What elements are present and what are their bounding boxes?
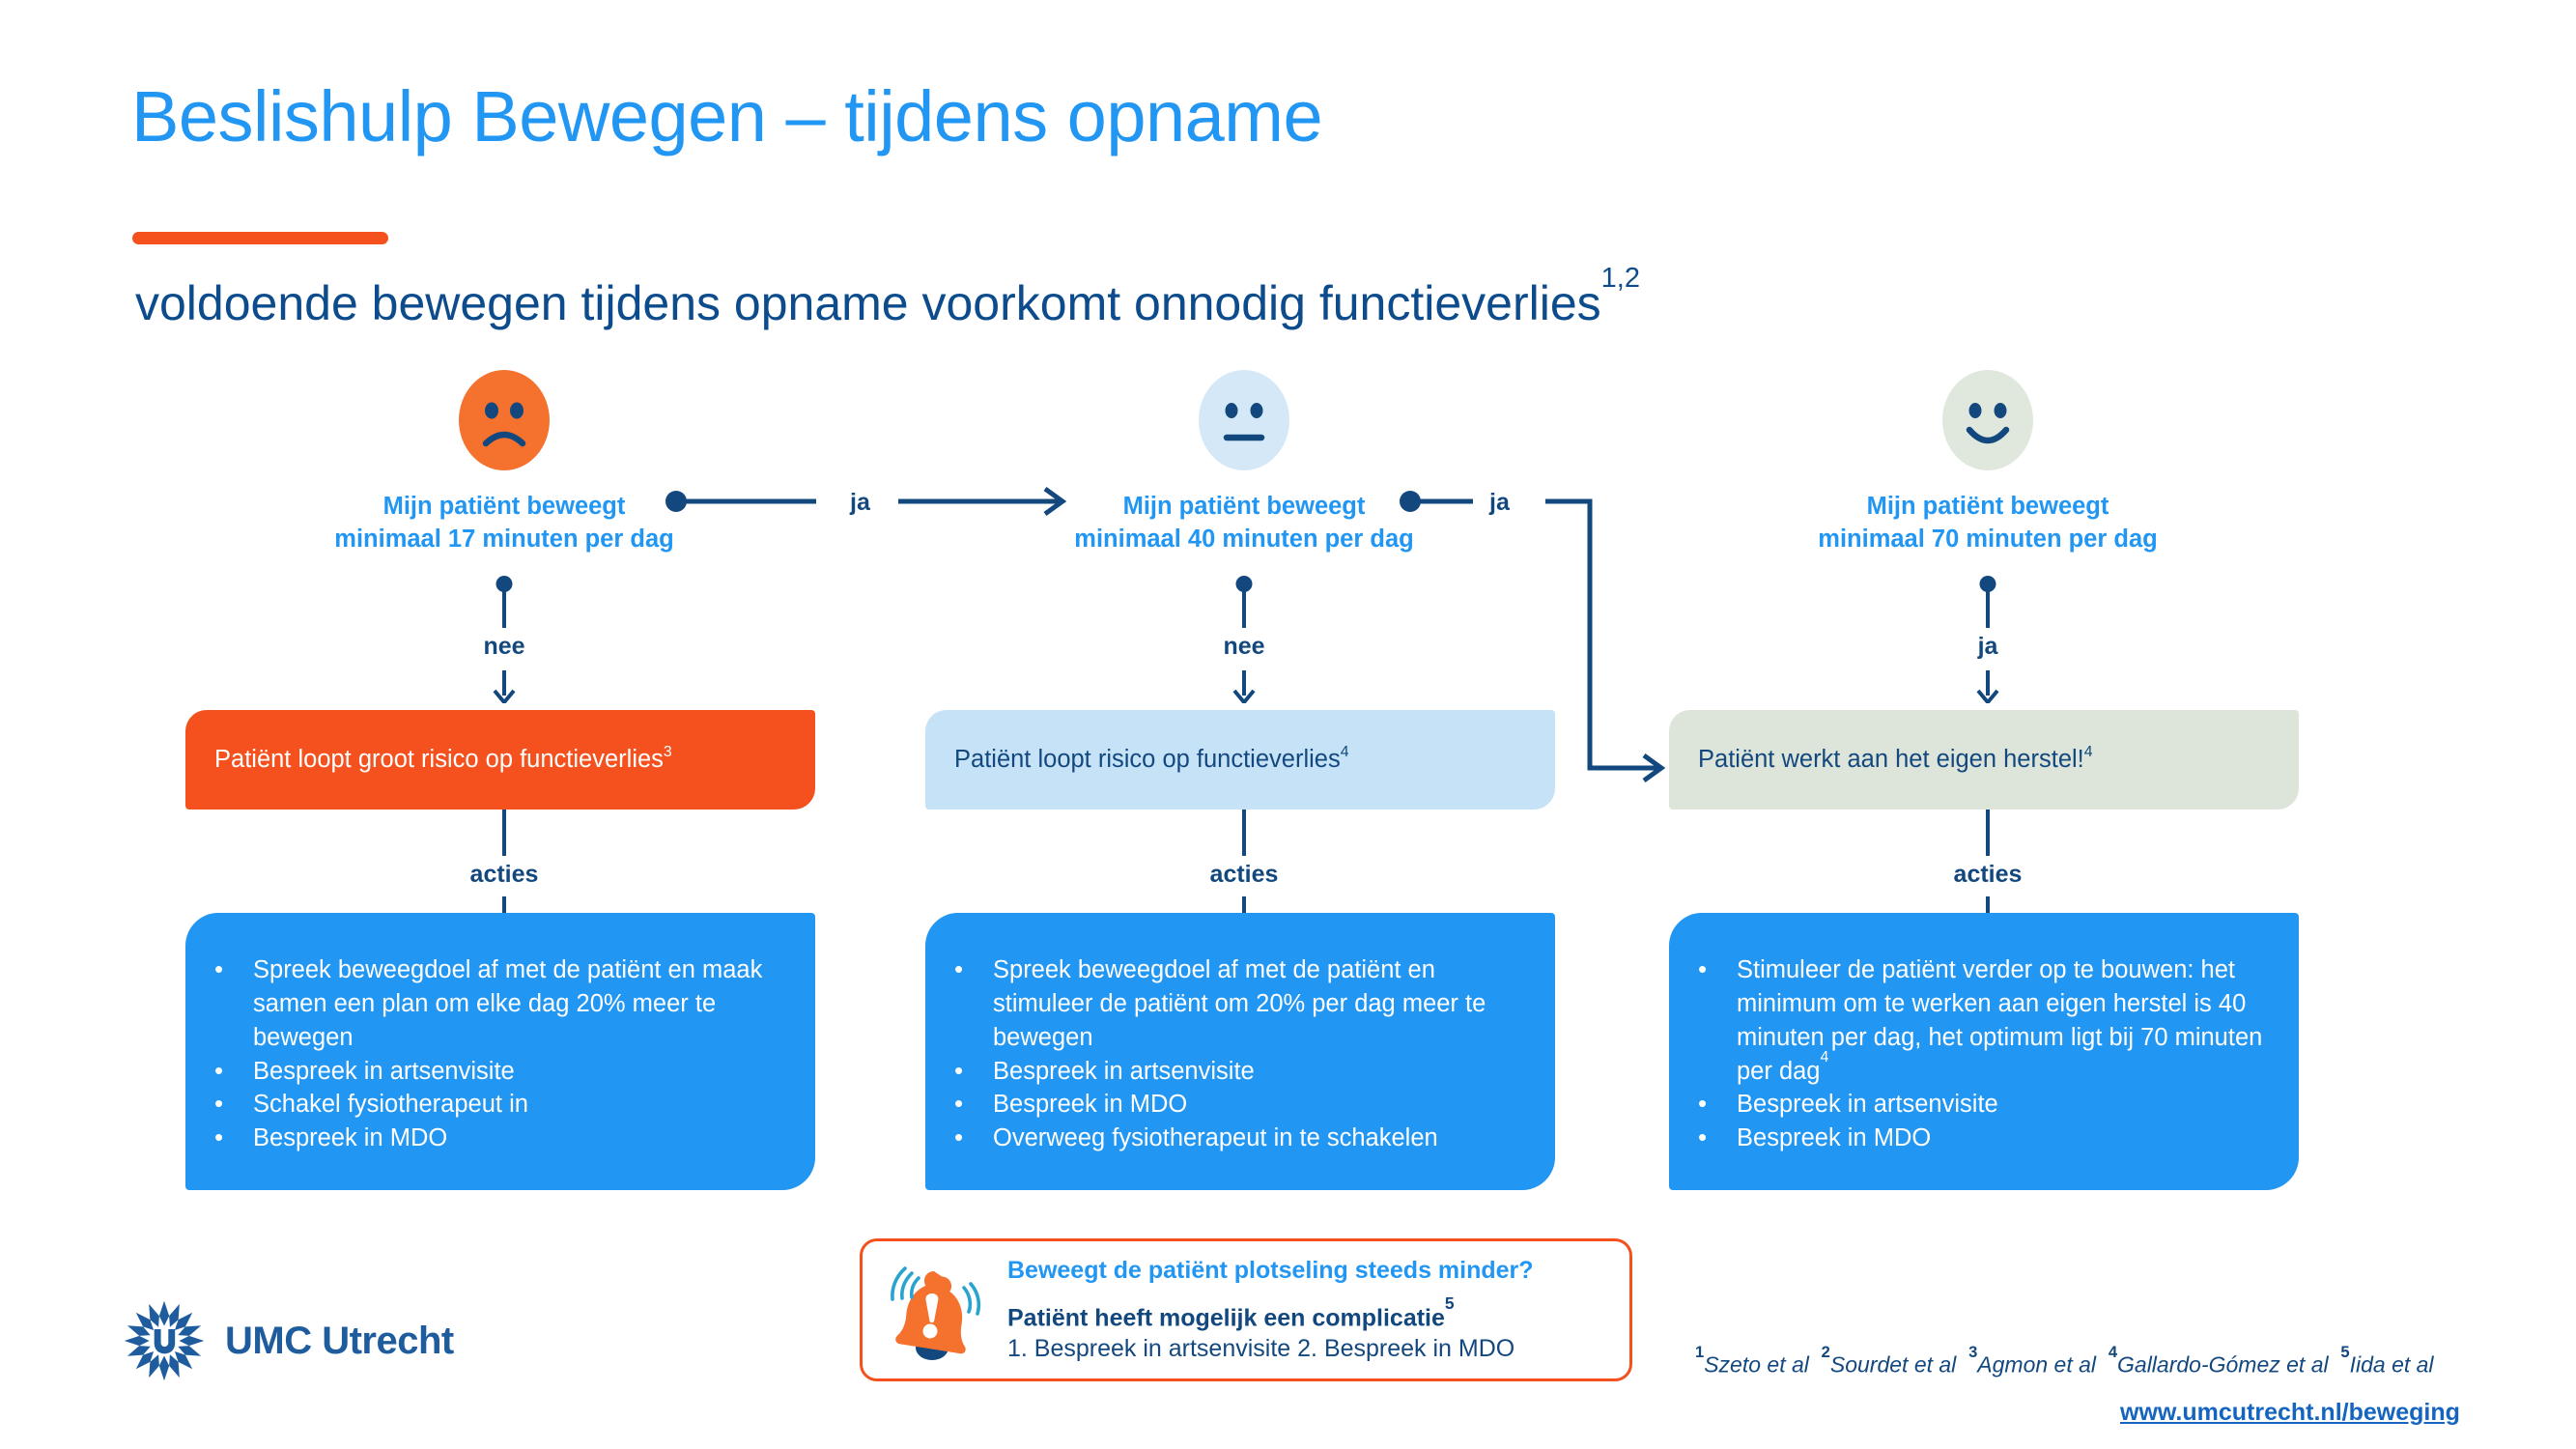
list-item: Bespreek in MDO [205, 1121, 782, 1155]
result-text-1: Patiënt loopt groot risico op functiever… [214, 745, 664, 773]
actions-stem-1 [502, 810, 506, 856]
page-subtitle-superscript: 1,2 [1600, 263, 1640, 295]
page-subtitle-text: voldoende bewegen tijdens opname voorkom… [135, 276, 1601, 330]
question-label-3: Mijn patiënt beweegt minimaal 70 minuten… [1669, 491, 2307, 556]
alert-text-block: Beweegt de patiënt plotseling steeds min… [1007, 1257, 1534, 1363]
ref-text-4: Gallardo-Gómez et al [2117, 1351, 2329, 1378]
question-line-2: minimaal 40 minuten per dag [1074, 525, 1414, 553]
action-list-3: Stimuleer de patiënt verder op te bouwen… [1688, 952, 2266, 1155]
actions-label-3: acties [1953, 861, 2023, 888]
decision-column-1: Mijn patiënt beweegt minimaal 17 minuten… [185, 0, 823, 1449]
alert-bell-icon [882, 1256, 990, 1364]
alert-subtitle-superscript: 5 [1444, 1293, 1455, 1313]
connector-label-ja-1: ja [850, 489, 870, 516]
question-line-1: Mijn patiënt beweegt [1866, 493, 2109, 520]
action-text: Schakel fysiotherapeut in [253, 1091, 528, 1119]
branch-stem-1 [502, 583, 506, 628]
action-superscript: 4 [1820, 1049, 1829, 1066]
action-box-1: Spreek beweegdoel af met de patiënt en m… [185, 913, 815, 1190]
alert-question: Beweegt de patiënt plotseling steeds min… [1007, 1256, 1534, 1284]
branch-stem-2 [1242, 583, 1246, 628]
actions-stem-2 [1242, 810, 1246, 856]
result-superscript-3: 4 [2083, 743, 2093, 760]
action-text: Bespreek in artsenvisite [1737, 1091, 1998, 1119]
sad-face-icon [459, 370, 550, 470]
result-superscript-1: 3 [663, 743, 672, 760]
list-item: Stimuleer de patiënt verder op te bouwen… [1688, 952, 2266, 1088]
alert-steps: 1. Bespreek in artsenvisite 2. Bespreek … [1007, 1335, 1515, 1363]
list-item: Spreek beweegdoel af met de patiënt en m… [205, 952, 782, 1054]
ref-text-3: Agmon et al [1977, 1351, 2097, 1378]
list-item: Spreek beweegdoel af met de patiënt en s… [945, 952, 1522, 1054]
decision-column-3: Mijn patiënt beweegt minimaal 70 minuten… [1669, 0, 2307, 1449]
alert-subtitle: Patiënt heeft mogelijk een complicatie5 [1007, 1293, 1534, 1332]
down-arrow-icon-1 [490, 670, 519, 703]
branch-label-2: nee [1223, 633, 1265, 660]
down-arrow-icon-2 [1230, 670, 1259, 703]
ref-sup-1: 1 [1695, 1343, 1705, 1362]
list-item: Schakel fysiotherapeut in [205, 1087, 782, 1122]
list-item: Bespreek in artsenvisite [945, 1054, 1522, 1089]
question-line-1: Mijn patiënt beweegt [1122, 493, 1366, 520]
page-title: Beslishulp Bewegen – tijdens opname [131, 76, 1323, 156]
actions-label-1: acties [469, 861, 539, 888]
reference-list: 1Szeto et al 2Sourdet et al 3Agmon et al… [1695, 1343, 2434, 1378]
ref-sup-4: 4 [2108, 1343, 2118, 1362]
ref-text-2: Sourdet et al [1829, 1351, 1957, 1378]
question-label-1: Mijn patiënt beweegt minimaal 17 minuten… [185, 491, 823, 556]
page-subtitle: voldoende bewegen tijdens opname voorkom… [135, 263, 1640, 331]
alert-subtitle-text: Patiënt heeft mogelijk een complicatie [1007, 1304, 1445, 1332]
action-box-2: Spreek beweegdoel af met de patiënt en s… [925, 913, 1555, 1190]
ref-text-1: Szeto et al [1704, 1351, 1809, 1378]
action-text: Bespreek in artsenvisite [993, 1057, 1255, 1085]
connector-arrowhead-2 [1642, 753, 1666, 783]
umc-utrecht-sunburst-logo-icon [123, 1299, 206, 1382]
umc-utrecht-logo: UMC Utrecht [123, 1299, 454, 1382]
action-text: Spreek beweegdoel af met de patiënt en s… [993, 956, 1486, 1051]
list-item: Bespreek in artsenvisite [1688, 1087, 2266, 1122]
question-line-2: minimaal 70 minuten per dag [1818, 525, 2158, 553]
action-list-2: Spreek beweegdoel af met de patiënt en s… [945, 952, 1522, 1155]
question-line-2: minimaal 17 minuten per dag [334, 525, 674, 553]
actions-label-2: acties [1209, 861, 1279, 888]
list-item: Bespreek in MDO [1688, 1121, 2266, 1155]
result-box-1: Patiënt loopt groot risico op functiever… [185, 710, 815, 810]
actions-stem-3 [1986, 810, 1990, 856]
website-link[interactable]: www.umcutrecht.nl/beweging [2120, 1399, 2460, 1426]
action-text: Bespreek in MDO [993, 1091, 1188, 1119]
accent-bar [132, 232, 388, 244]
down-arrow-icon-3 [1973, 670, 2002, 703]
action-text: Stimuleer de patiënt verder op te bouwen… [1737, 956, 2263, 1085]
result-superscript-2: 4 [1340, 743, 1349, 760]
action-text: Overweeg fysiotherapeut in te schakelen [993, 1123, 1438, 1151]
action-text: Bespreek in artsenvisite [253, 1057, 515, 1085]
decision-column-2: Mijn patiënt beweegt minimaal 40 minuten… [925, 0, 1563, 1449]
action-text: Bespreek in MDO [253, 1123, 448, 1151]
branch-label-1: nee [483, 633, 525, 660]
alert-callout: Beweegt de patiënt plotseling steeds min… [860, 1238, 1632, 1381]
ref-sup-3: 3 [1968, 1343, 1978, 1362]
neutral-face-icon [1199, 370, 1289, 470]
happy-face-icon [1942, 370, 2033, 470]
list-item: Overweeg fysiotherapeut in te schakelen [945, 1121, 1522, 1155]
ref-sup-5: 5 [2340, 1343, 2350, 1362]
connector-label-ja-2: ja [1489, 489, 1510, 516]
action-box-3: Stimuleer de patiënt verder op te bouwen… [1669, 913, 2299, 1190]
action-list-1: Spreek beweegdoel af met de patiënt en m… [205, 952, 782, 1155]
branch-label-3: ja [1977, 633, 1998, 660]
branch-stem-3 [1986, 583, 1990, 628]
question-label-2: Mijn patiënt beweegt minimaal 40 minuten… [925, 491, 1563, 556]
ref-sup-2: 2 [1821, 1343, 1830, 1362]
list-item: Bespreek in MDO [945, 1087, 1522, 1122]
result-text-3: Patiënt werkt aan het eigen herstel! [1698, 745, 2084, 773]
logo-wordmark: UMC Utrecht [225, 1319, 454, 1362]
ref-text-5: Iida et al [2349, 1351, 2434, 1378]
list-item: Bespreek in artsenvisite [205, 1054, 782, 1089]
result-text-2: Patiënt loopt risico op functieverlies [954, 745, 1341, 773]
action-text: Bespreek in MDO [1737, 1123, 1932, 1151]
result-box-3: Patiënt werkt aan het eigen herstel!4 [1669, 710, 2299, 810]
question-line-1: Mijn patiënt beweegt [382, 493, 626, 520]
action-text: Spreek beweegdoel af met de patiënt en m… [253, 956, 763, 1051]
